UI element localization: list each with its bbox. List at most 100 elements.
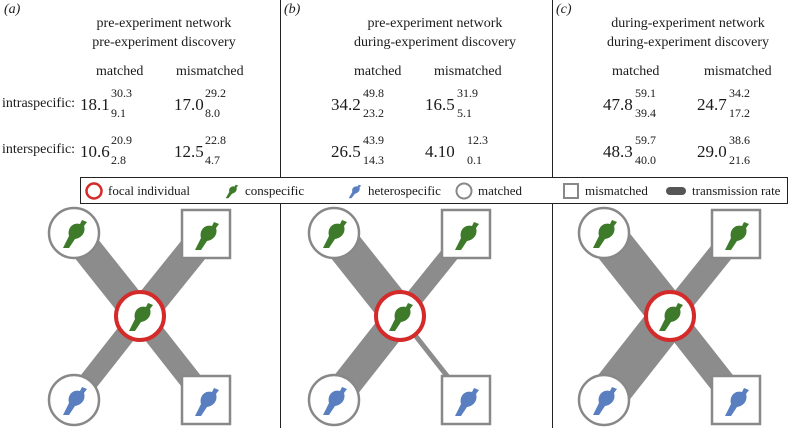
green-bird-icon <box>129 303 153 331</box>
panel-b-title: pre-experiment network during-experiment… <box>330 14 540 52</box>
circle-icon <box>455 182 473 200</box>
legend: focal individual conspecific heterospeci… <box>80 177 788 204</box>
panel-a-col-mismatched: mismatched <box>176 64 244 79</box>
focal-individual <box>114 290 166 342</box>
green-bird-icon <box>225 184 239 199</box>
panel-c-col-mismatched: mismatched <box>704 64 772 79</box>
network-diagram-b <box>307 206 492 427</box>
value: 34.2 <box>331 95 361 114</box>
node-matched-heterospecific <box>577 373 631 427</box>
green-bird-icon <box>455 222 479 250</box>
node-matched-conspecific <box>307 206 361 260</box>
lower-bound: 5.1 <box>457 106 472 120</box>
green-bird-icon <box>63 220 87 248</box>
node-mismatched-conspecific <box>710 208 762 260</box>
panel-c-title: during-experiment network during-experim… <box>588 14 788 52</box>
value: 16.5 <box>425 95 455 114</box>
upper-bound: 38.6 <box>729 133 750 147</box>
panel-c-title-line2: during-experiment discovery <box>606 35 770 50</box>
legend-focal: focal individual <box>84 182 190 200</box>
upper-bound: 59.7 <box>635 133 656 147</box>
blue-bird-icon <box>348 184 362 199</box>
legend-transmission: transmission rate <box>664 182 780 200</box>
upper-bound: 43.9 <box>363 133 384 147</box>
panel-a-title-line2: pre-experiment discovery <box>92 35 236 50</box>
value: 4.10 <box>425 142 455 161</box>
blue-bird-icon <box>725 388 749 416</box>
node-matched-heterospecific <box>307 373 361 427</box>
legend-transmission-label: transmission rate <box>692 183 781 198</box>
blue-bird-icon <box>323 387 347 415</box>
upper-bound: 20.9 <box>111 133 132 147</box>
bar-icon <box>666 187 686 195</box>
panel-a-col-matched: matched <box>96 64 144 79</box>
legend-conspecific-label: conspecific <box>245 183 305 198</box>
lower-bound: 40.0 <box>635 153 656 167</box>
green-bird-icon <box>593 220 617 248</box>
node-matched-conspecific <box>577 206 631 260</box>
legend-focal-label: focal individual <box>108 183 190 198</box>
legend-mismatched: mismatched <box>561 182 648 200</box>
row-label-interspecific: interspecific: <box>2 142 76 157</box>
panel-b-title-line2: during-experiment discovery <box>353 35 517 50</box>
panel-b-col-matched: matched <box>354 64 402 79</box>
node-mismatched-conspecific <box>180 208 232 260</box>
upper-bound: 59.1 <box>635 86 656 100</box>
legend-heterospecific: heterospecific <box>346 182 441 200</box>
value: 24.7 <box>697 95 727 114</box>
blue-bird-icon <box>63 387 87 415</box>
blue-bird-icon <box>593 387 617 415</box>
panel-letter-c: (c) <box>556 2 572 17</box>
upper-bound: 31.9 <box>457 86 478 100</box>
green-bird-icon <box>323 220 347 248</box>
lower-bound: 4.7 <box>205 153 220 167</box>
upper-bound: 49.8 <box>363 86 384 100</box>
value: 26.5 <box>331 142 361 161</box>
value: 29.0 <box>697 142 727 161</box>
panel-a-title: pre-experiment network pre-experiment di… <box>64 14 264 52</box>
node-matched-heterospecific <box>47 373 101 427</box>
upper-bound: 34.2 <box>729 86 750 100</box>
row-label-intraspecific: intraspecific: <box>2 96 76 111</box>
lower-bound: 17.2 <box>729 106 750 120</box>
panel-divider-2 <box>552 0 553 428</box>
panel-a-title-line1: pre-experiment network <box>96 16 232 31</box>
blue-bird-icon <box>195 388 219 416</box>
value: 12.5 <box>174 142 204 161</box>
legend-mismatched-label: mismatched <box>585 183 648 198</box>
green-bird-icon <box>389 303 413 331</box>
upper-bound: 12.3 <box>467 133 488 147</box>
panel-letter-b: (b) <box>284 2 301 17</box>
value: 18.1 <box>80 95 110 114</box>
green-bird-icon <box>195 222 219 250</box>
focal-individual <box>374 290 426 342</box>
lower-bound: 8.0 <box>205 106 220 120</box>
node-matched-conspecific <box>47 206 101 260</box>
lower-bound: 2.8 <box>111 153 126 167</box>
upper-bound: 22.8 <box>205 133 226 147</box>
panel-c-title-line1: during-experiment network <box>611 16 765 31</box>
lower-bound: 9.1 <box>111 106 126 120</box>
lower-bound: 21.6 <box>729 153 750 167</box>
lower-bound: 0.1 <box>467 153 482 167</box>
node-mismatched-heterospecific <box>180 374 232 426</box>
network-diagram-c <box>577 206 762 427</box>
value: 48.3 <box>603 142 633 161</box>
network-diagram-a <box>47 206 232 427</box>
node-mismatched-heterospecific <box>710 374 762 426</box>
square-icon <box>563 183 579 199</box>
value: 47.8 <box>603 95 633 114</box>
legend-heterospecific-label: heterospecific <box>368 183 441 198</box>
value: 10.6 <box>80 142 110 161</box>
focal-individual <box>644 290 696 342</box>
panel-c-col-matched: matched <box>612 64 660 79</box>
upper-bound: 30.3 <box>111 86 132 100</box>
node-mismatched-heterospecific <box>440 374 492 426</box>
node-mismatched-conspecific <box>440 208 492 260</box>
panel-letter-a: (a) <box>4 2 21 17</box>
legend-matched-label: matched <box>478 183 523 198</box>
panel-divider-1 <box>280 0 281 428</box>
panel-b-title-line1: pre-experiment network <box>367 16 503 31</box>
legend-conspecific: conspecific <box>223 182 304 200</box>
panel-b-col-mismatched: mismatched <box>434 64 502 79</box>
